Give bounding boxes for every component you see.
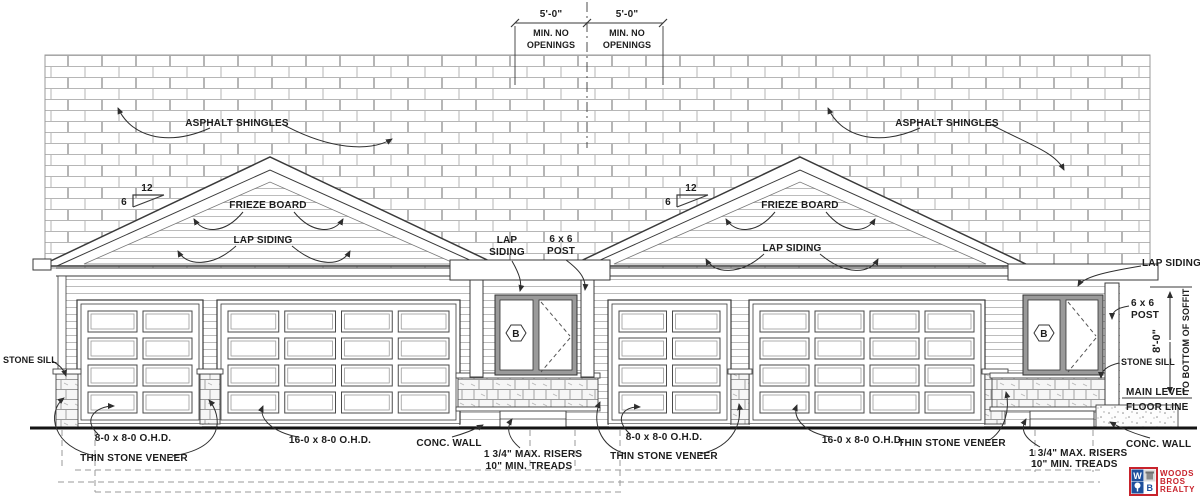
- label-main-level: MAIN LEVEL: [1126, 387, 1189, 398]
- label-thin-stone-veneer-middle: THIN STONE VENEER: [610, 451, 718, 462]
- label-risers-middle-1: 1 3/4" MAX. RISERS: [484, 449, 583, 460]
- label-asphalt-shingles-right: ASPHALT SHINGLES: [895, 118, 999, 129]
- steps-middle: [499, 410, 567, 429]
- logo-word-1: WOODS: [1160, 469, 1194, 478]
- right-gable-roof: [569, 156, 1031, 267]
- foundation-dashed-lines: [58, 430, 1100, 493]
- leader-arrows: [51, 107, 1151, 457]
- building-icon: [1145, 471, 1154, 480]
- label-lap-middle-1: LAP: [497, 235, 518, 246]
- logo-word-3: REALTY: [1160, 485, 1195, 494]
- stone-band-right-entry: [991, 376, 1118, 408]
- slope-run-left: 12: [141, 183, 153, 194]
- label-stone-sill-right: STONE SILL: [1121, 357, 1175, 367]
- label-lap-siding-left-gable: LAP SIDING: [233, 235, 292, 246]
- left-eave-return: [32, 258, 52, 271]
- label-lap-middle-2: SIDING: [489, 247, 525, 258]
- label-frieze-board-left: FRIEZE BOARD: [229, 200, 306, 211]
- label-ohd16-right: 16-0 x 8-0 O.H.D.: [822, 435, 904, 446]
- label-ohd8-right: 8-0 x 8-0 O.H.D.: [626, 432, 703, 443]
- garage-door-8ft-unit1: [76, 299, 204, 425]
- dim-soffit-height: 8'-0": [1151, 329, 1163, 353]
- slope-indicator-left: 12 6: [121, 183, 165, 208]
- left-gable-roof: [32, 156, 501, 271]
- stone-pillar-left-end: [55, 373, 79, 428]
- label-risers-middle-2: 10" MIN. TREADS: [486, 461, 573, 472]
- door-marker-right: B: [1040, 329, 1047, 340]
- garage-doors: [76, 299, 986, 428]
- post-right-porch: [1104, 282, 1120, 406]
- soffit-height-dimension: 8'-0" TO BOTTOM OF SOFFIT MAIN LEVEL FLO…: [1122, 286, 1192, 413]
- label-floor-line: FLOOR LINE: [1126, 402, 1189, 413]
- label-conc-wall-middle: CONC. WALL: [416, 438, 481, 449]
- top-dimension: 5'-0" 5'-0" MIN. NO OPENINGS MIN. NO OPE…: [510, 2, 668, 148]
- label-risers-right-1: 1 3/4" MAX. RISERS: [1029, 448, 1128, 459]
- tree-icon: [1134, 482, 1141, 492]
- right-porch-fascia: [1007, 263, 1159, 281]
- right-gable-siding: [613, 181, 987, 265]
- label-post-right-1: 6 x 6: [1131, 298, 1154, 309]
- garage-door-16ft-unit2: [748, 299, 986, 425]
- label-frieze-board-right: FRIEZE BOARD: [761, 200, 838, 211]
- label-lap-siding-right: LAP SIDING: [1142, 258, 1200, 269]
- annotation-labels: ASPHALT SHINGLES ASPHALT SHINGLES FRIEZE…: [3, 118, 1200, 472]
- dim-soffit-note: TO BOTTOM OF SOFFIT: [1181, 288, 1191, 393]
- dim-note-left-2: OPENINGS: [527, 40, 575, 50]
- slope-rise-left: 6: [121, 197, 127, 208]
- label-post-right-2: POST: [1131, 310, 1159, 321]
- label-conc-wall-right: CONC. WALL: [1126, 439, 1191, 450]
- label-ohd8-left: 8-0 x 8-0 O.H.D.: [95, 433, 172, 444]
- door-marker-hexagon-right: [1033, 324, 1055, 342]
- door-marker-hexagon-middle: [505, 324, 527, 342]
- slope-indicator-right: 12 6: [665, 183, 709, 208]
- stone-pillar-right-mid: [730, 373, 750, 425]
- entry-door-middle: B: [494, 294, 578, 376]
- label-post-middle-1: 6 x 6: [549, 234, 572, 245]
- dim-span-left: 5'-0": [540, 9, 563, 20]
- logo-initial-w: W: [1133, 471, 1142, 481]
- dim-note-left-1: MIN. NO: [533, 28, 569, 38]
- logo-initial-b: B: [1147, 483, 1154, 493]
- woods-bros-realty-logo: W B WOODS BROS REALTY: [1129, 467, 1195, 496]
- left-gable-siding: [83, 181, 457, 265]
- dim-note-right-2: OPENINGS: [603, 40, 651, 50]
- label-ohd16-left: 16-0 x 8-0 O.H.D.: [289, 435, 371, 446]
- label-asphalt-shingles-left: ASPHALT SHINGLES: [185, 118, 289, 129]
- stone-band-middle-entry: [457, 376, 599, 408]
- garage-door-8ft-unit2: [607, 299, 732, 425]
- label-lap-siding-right-gable: LAP SIDING: [762, 243, 821, 254]
- entry-door-right: B: [1022, 294, 1104, 376]
- dim-span-right: 5'-0": [616, 9, 639, 20]
- slope-rise-right: 6: [665, 197, 671, 208]
- stone-sill-left-end: [52, 368, 82, 375]
- post-middle-right: [580, 279, 595, 378]
- label-stone-sill-left: STONE SILL: [3, 355, 57, 365]
- label-post-middle-2: POST: [547, 246, 575, 257]
- garage-door-16ft-unit1: [216, 299, 461, 425]
- steps-right: [1029, 410, 1095, 429]
- logo-word-2: BROS: [1160, 477, 1186, 486]
- door-swing-middle: [540, 301, 571, 373]
- label-thin-stone-veneer-left: THIN STONE VENEER: [80, 453, 188, 464]
- slope-run-right: 12: [685, 183, 697, 194]
- door-swing-right: [1067, 301, 1097, 373]
- label-risers-right-2: 10" MIN. TREADS: [1031, 459, 1118, 470]
- middle-porch-beam: [449, 259, 611, 281]
- post-middle-left: [469, 279, 484, 378]
- label-thin-stone-veneer-right: THIN STONE VENEER: [898, 438, 1006, 449]
- door-marker-middle: B: [512, 329, 519, 340]
- dim-note-right-1: MIN. NO: [609, 28, 645, 38]
